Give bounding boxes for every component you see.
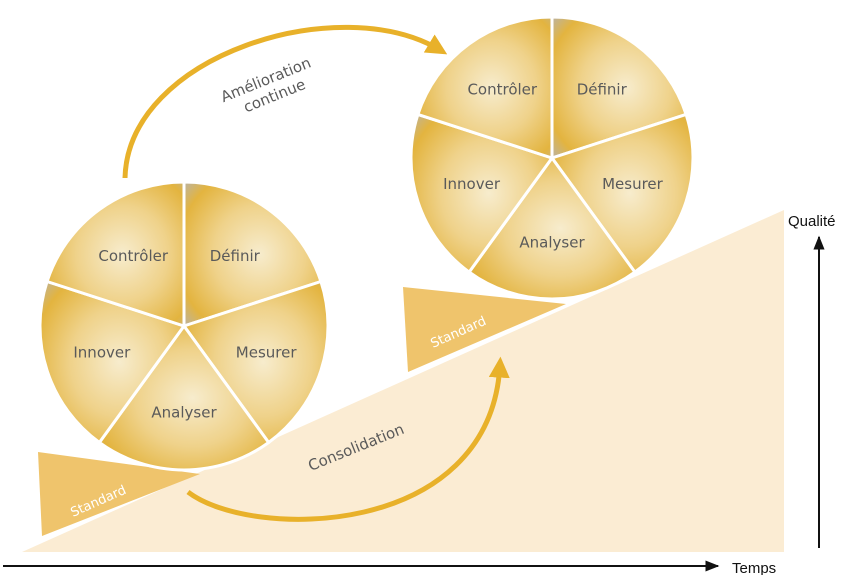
wheel-segment-analyser <box>97 324 271 472</box>
wheel-label-mesurer: Mesurer <box>602 175 664 193</box>
wheel-segment-contrôler <box>45 180 186 328</box>
wheel-segment-analyser <box>467 156 637 301</box>
wheel-label-innover: Innover <box>73 344 131 362</box>
improvement-label: Amélioration continue <box>218 54 313 117</box>
wheel-label-mesurer: Mesurer <box>236 344 298 362</box>
wheel-segment-innover <box>38 280 186 444</box>
quality-axis-label: Qualité <box>788 213 836 230</box>
time-axis-label: Temps <box>732 560 776 575</box>
wheel-label-analyser: Analyser <box>151 403 217 421</box>
wheel-segment-mesurer <box>182 280 330 444</box>
consolidation-arrow <box>186 356 510 522</box>
wheel-label-contrôler: Contrôler <box>467 81 537 99</box>
wheel-segment-mesurer <box>550 112 695 274</box>
wheel-segment-innover <box>409 112 554 274</box>
wheel-label-définir: Définir <box>577 81 628 99</box>
wheel-label-analyser: Analyser <box>519 234 585 252</box>
wheel-label-définir: Définir <box>210 247 261 265</box>
wheel-segment-définir <box>182 180 323 328</box>
wheel-segment-contrôler <box>416 15 554 160</box>
wheel-segment-définir <box>550 15 688 160</box>
standard-wedge-left <box>38 452 200 536</box>
wheel-label-contrôler: Contrôler <box>98 247 168 265</box>
wheel-label-innover: Innover <box>443 175 501 193</box>
improvement-arrow <box>122 24 448 179</box>
standard-wedge-right <box>403 287 566 372</box>
